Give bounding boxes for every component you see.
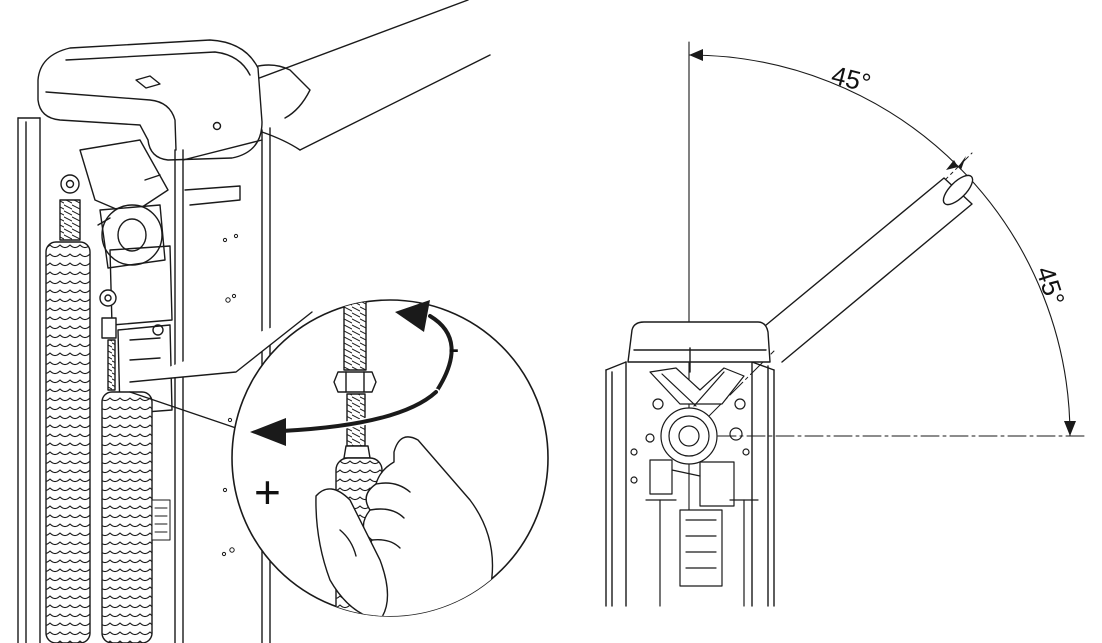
callout-leader xyxy=(129,311,313,429)
panel-holes xyxy=(219,233,239,557)
magnified-detail: - + xyxy=(231,299,549,617)
adjust-minus-label: - xyxy=(448,330,459,368)
front-cabinet xyxy=(605,321,775,607)
hand-icon xyxy=(315,436,494,616)
barrier-front-view: 45° 45° xyxy=(605,41,1088,607)
raised-boom xyxy=(759,174,974,363)
front-mechanism xyxy=(630,367,759,607)
barrier-cabinet-left xyxy=(17,0,491,643)
adjusted-spring xyxy=(99,289,153,643)
connector-block xyxy=(151,499,171,541)
spring-icon xyxy=(45,174,91,643)
rotation-arrow-icon xyxy=(250,300,455,446)
angle-top-label: 45° xyxy=(829,60,874,99)
adjust-plus-label: + xyxy=(254,466,281,518)
angle-side-label: 45° xyxy=(1030,263,1071,310)
top-cover xyxy=(37,39,263,161)
